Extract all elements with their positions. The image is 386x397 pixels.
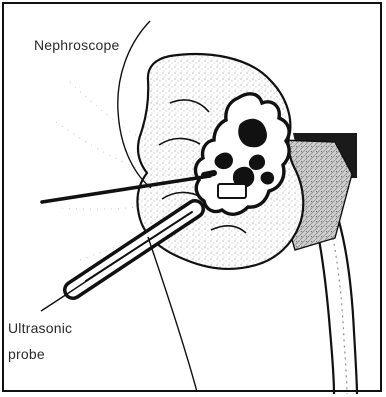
nephroscope-label: Nephroscope <box>34 37 119 53</box>
white-pocket <box>218 184 246 198</box>
ultrasonic-probe-label-line-1: Ultrasonic <box>8 320 72 336</box>
ultrasonic-probe-label-line-2: probe <box>8 346 45 362</box>
